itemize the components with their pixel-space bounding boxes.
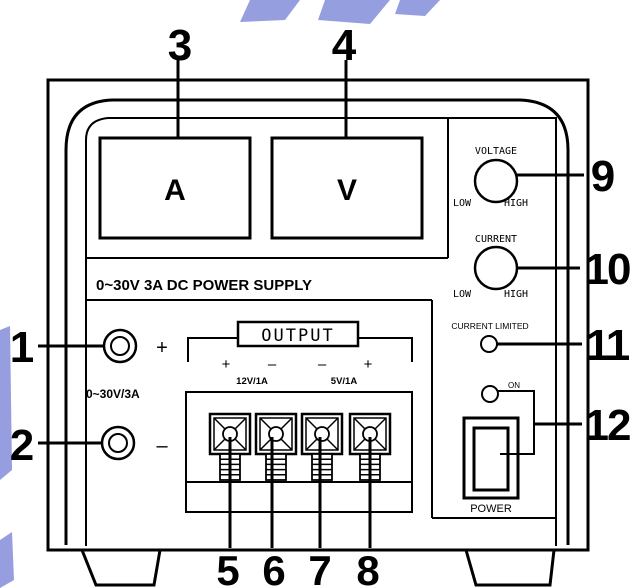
- callout-10: 10: [585, 245, 630, 294]
- voltage-knob[interactable]: [473, 158, 519, 204]
- front-panel: [85, 117, 557, 546]
- positive-sign: +: [156, 337, 168, 359]
- power-switch-label: POWER: [470, 503, 512, 515]
- voltmeter-symbol: V: [337, 174, 357, 207]
- callout-4: 4: [332, 21, 357, 70]
- power-switch[interactable]: [462, 416, 520, 500]
- callout-2: 2: [10, 421, 34, 470]
- current-limited-label: CURRENT LIMITED: [451, 321, 528, 331]
- current-knob[interactable]: [473, 245, 519, 291]
- aux-sign-4: +: [364, 356, 373, 373]
- current-high-label: HIGH: [504, 289, 528, 300]
- terminal-block: [185, 391, 413, 513]
- callout-11: 11: [586, 321, 630, 370]
- negative-sign: –: [156, 435, 168, 457]
- callout-7: 7: [308, 547, 331, 588]
- voltage-low-label: LOW: [453, 198, 472, 209]
- voltage-high-label: HIGH: [504, 198, 528, 209]
- callout-12: 12: [585, 401, 630, 450]
- aux-sign-1: +: [222, 356, 231, 373]
- power-on-label: ON: [508, 381, 520, 390]
- output-rating-label: 0~30V/3A: [86, 387, 140, 401]
- positive-terminal[interactable]: [102, 328, 138, 364]
- callout-5: 5: [216, 547, 239, 588]
- power-on-led: [481, 385, 499, 403]
- callout-8: 8: [356, 547, 379, 588]
- output-title: OUTPUT: [261, 326, 334, 346]
- output-title-box: [236, 320, 360, 348]
- callout-1: 1: [10, 323, 34, 372]
- aux-rating-5v: 5V/1A: [331, 376, 358, 387]
- panel-title: 0~30V 3A DC POWER SUPPLY: [96, 277, 312, 294]
- power-supply-chassis: [46, 78, 590, 587]
- aux-sign-3: –: [318, 356, 327, 373]
- aux-rating-12v: 12V/1A: [236, 376, 268, 387]
- voltage-knob-label: VOLTAGE: [475, 146, 517, 157]
- screw-terminal-2[interactable]: [254, 412, 298, 481]
- callout-3: 3: [168, 21, 192, 70]
- callout-leaders: [38, 60, 584, 548]
- callout-6: 6: [262, 547, 285, 588]
- current-low-label: LOW: [453, 289, 472, 300]
- aux-sign-2: –: [268, 356, 277, 373]
- callout-9: 9: [591, 152, 615, 201]
- negative-terminal[interactable]: [100, 425, 136, 461]
- current-knob-label: CURRENT: [475, 234, 517, 245]
- ammeter-symbol: A: [164, 174, 186, 207]
- current-limited-led: [480, 335, 498, 353]
- screw-terminal-3[interactable]: [300, 412, 344, 481]
- ammeter-display: [98, 136, 252, 240]
